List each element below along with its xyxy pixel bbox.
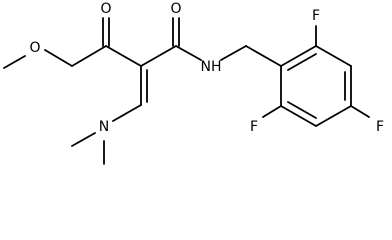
bond-n-methyl-left <box>71 132 96 147</box>
ring-bond-4-5 <box>315 105 352 127</box>
atom-ketone-o: O <box>100 1 111 17</box>
atom-f-top: F <box>312 8 320 24</box>
atom-methoxy-o: O <box>29 40 40 56</box>
chemical-structure-diagram: O O O NH N F F F <box>3 1 384 165</box>
bonds <box>3 17 370 165</box>
bond-n-ch2 <box>220 45 247 61</box>
atom-amide-nh: NH <box>201 59 222 75</box>
bond-o-ch2 <box>44 49 73 67</box>
bond-amide-c-n <box>175 45 202 61</box>
bond-ketone-c-central-c <box>105 45 142 67</box>
bond-ch-n <box>112 104 142 122</box>
ring-inner-bond-a <box>287 53 317 71</box>
ring-bond-1-2 <box>280 45 317 67</box>
bond-ch2-ketone-c <box>71 45 107 67</box>
bond-ring-f-right <box>350 105 370 118</box>
atom-labels: O O O NH N F F F <box>29 1 384 135</box>
ring-inner-bond-c <box>287 101 317 119</box>
bond-ch2-ring <box>245 45 282 67</box>
bond-ring-f-left <box>262 105 282 118</box>
atom-amide-o: O <box>170 1 181 17</box>
bond-central-c-amide-c <box>140 45 177 67</box>
atom-f-right: F <box>376 119 384 135</box>
atom-dimethylamino-n: N <box>99 119 109 135</box>
ring-bond-2-3 <box>315 45 352 67</box>
ring-bond-5-6 <box>280 105 317 127</box>
atom-f-left: F <box>250 119 258 135</box>
bond-methyl-o <box>3 55 26 69</box>
